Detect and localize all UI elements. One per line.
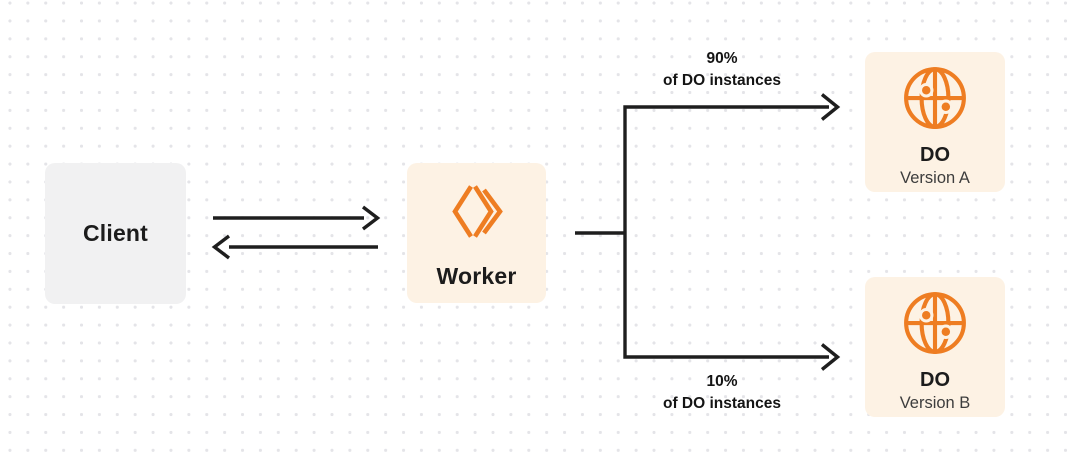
do-version-a-node: DO Version A (865, 52, 1005, 192)
durable-object-globe-icon (904, 67, 966, 129)
percent-caption: of DO instances (663, 394, 781, 412)
worker-label: Worker (436, 263, 517, 289)
arrow-to-version-a-head-icon (820, 93, 841, 121)
branch-connector-line (623, 105, 829, 359)
do-b-title: DO (920, 369, 950, 391)
cloudflare-workers-icon (452, 185, 503, 238)
durable-object-globe-icon (904, 292, 966, 354)
arrow-to-version-b-head-icon (820, 343, 841, 371)
percent-caption: of DO instances (663, 71, 781, 89)
traffic-split-label-version-a: 90% of DO instances (597, 48, 847, 91)
do-version-b-node: DO Version B (865, 277, 1005, 417)
client-to-worker-arrowhead-icon (361, 205, 381, 231)
do-a-title: DO (920, 144, 950, 166)
client-node: Client (45, 163, 186, 304)
do-b-subtitle: Version B (899, 394, 971, 412)
do-a-subtitle: Version A (900, 169, 970, 187)
worker-node: Worker (407, 163, 546, 303)
worker-to-client-arrowhead-icon (211, 234, 231, 260)
client-label: Client (82, 220, 149, 246)
percent-value: 10% (706, 373, 738, 390)
percent-value: 90% (706, 50, 738, 67)
traffic-split-label-version-b: 10% of DO instances (597, 371, 847, 414)
